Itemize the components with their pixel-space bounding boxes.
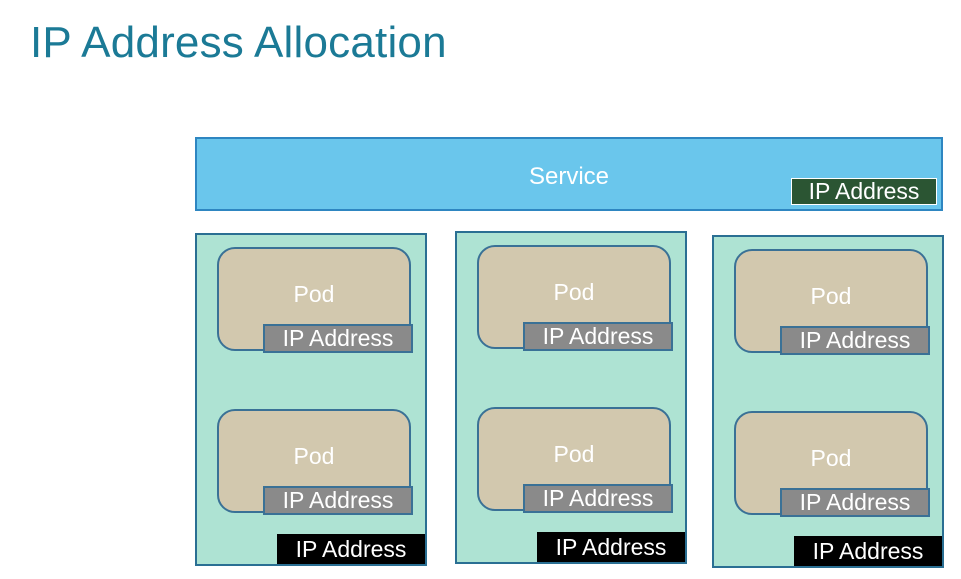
node-ip-address: IP Address [537,532,685,562]
pod-ip-address: IP Address [780,488,930,517]
pod-ip-address: IP Address [780,326,930,355]
node-ip-address: IP Address [277,534,425,564]
pod-ip-address: IP Address [523,484,673,513]
node-1: Pod IP Address Pod IP Address IP Address [195,233,427,566]
node-2: Pod IP Address Pod IP Address IP Address [455,231,687,564]
pod-label: Pod [810,445,852,471]
pod-label: Pod [553,441,595,467]
service-ip-address: IP Address [791,178,937,205]
pod-ip-address: IP Address [263,486,413,515]
pod-ip-address: IP Address [263,324,413,353]
node-3: Pod IP Address Pod IP Address IP Address [712,235,944,568]
pod: Pod IP Address [217,247,413,353]
pod: Pod IP Address [477,245,673,351]
pod-label: Pod [293,443,335,469]
pod: Pod IP Address [477,407,673,513]
pod: Pod IP Address [217,409,413,515]
service-box: Service IP Address [195,137,943,211]
page-title: IP Address Allocation [30,18,447,67]
pod-label: Pod [810,283,852,309]
node-ip-address: IP Address [794,536,942,566]
pod-label: Pod [553,279,595,305]
service-label: Service [528,163,610,190]
pod-label: Pod [293,281,335,307]
pod: Pod IP Address [734,411,930,517]
pod: Pod IP Address [734,249,930,355]
pod-ip-address: IP Address [523,322,673,351]
